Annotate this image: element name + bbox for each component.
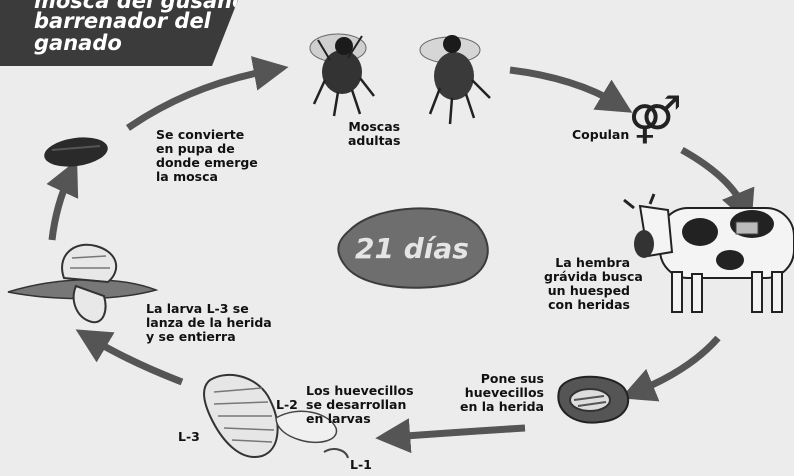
mating-icon: ⚤ <box>628 92 682 146</box>
fly-icon <box>420 35 490 124</box>
arrow-ground-to-pupa <box>52 175 70 240</box>
arrow-adults-to-mating <box>510 70 618 104</box>
label-larva-stage-l3: L-3 <box>178 430 200 444</box>
fly-icon <box>310 34 374 116</box>
arrow-larvae-to-ground <box>90 338 182 382</box>
adult-flies-illustration <box>310 34 490 124</box>
label-adult-flies: Moscas adultas <box>348 120 400 148</box>
label-eggs: Pone sus huevecillos en la herida <box>454 372 544 414</box>
title-line-3: ganado <box>34 32 122 54</box>
label-larva-stage-l1: L-1 <box>350 458 372 472</box>
arrow-pupa-to-adults <box>128 70 272 128</box>
wound-illustration <box>558 377 628 423</box>
title-line-2: barrenador del <box>34 10 211 32</box>
arrow-host-to-eggs <box>636 338 718 392</box>
label-larvae: Los huevecillos se desarrollan en larvas <box>306 384 414 426</box>
label-ground: La larva L-3 se lanza de la herida y se … <box>146 302 272 344</box>
title-banner: mosca del gusano barrenador del ganado <box>0 0 238 66</box>
arrow-eggs-to-larvae <box>392 428 525 437</box>
duration-label: 21 días <box>355 232 469 265</box>
cow-illustration <box>624 194 794 312</box>
duration-blob: 21 días <box>338 208 487 287</box>
label-host: La hembra grávida busca un huesped con h… <box>544 256 630 312</box>
arrow-mating-to-host <box>682 150 745 210</box>
label-larva-stage-l2: L-2 <box>276 398 298 412</box>
label-mating: Copulan <box>572 128 629 142</box>
pupa-illustration <box>42 134 109 171</box>
ground-larva-illustration <box>8 245 156 322</box>
label-pupa: Se convierte en pupa de donde emerge la … <box>156 128 258 184</box>
